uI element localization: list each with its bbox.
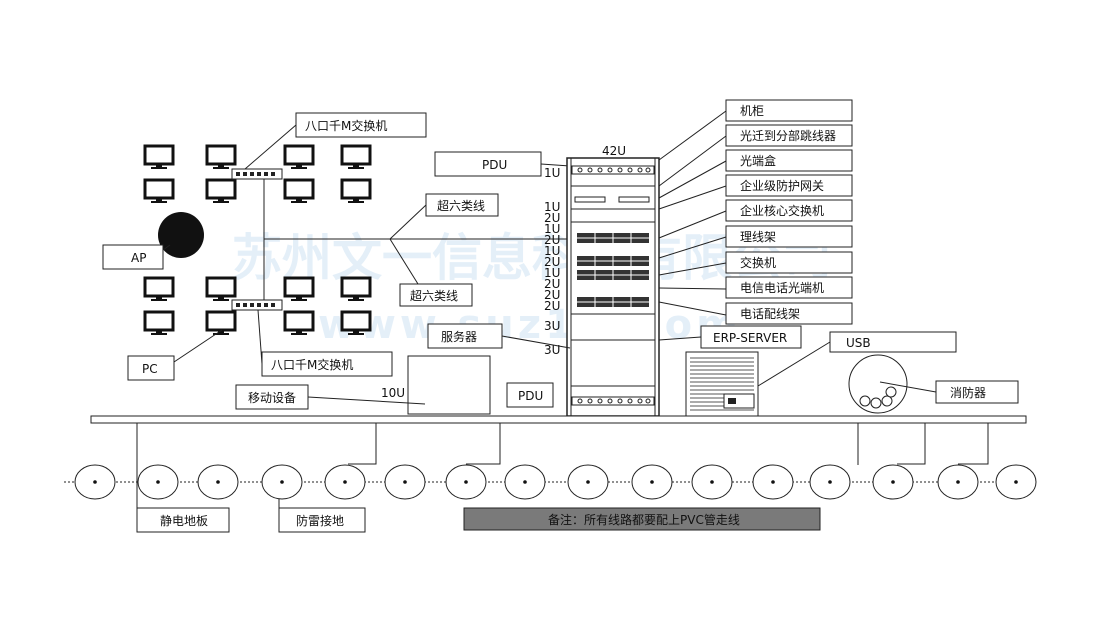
- rack-component-box: [725, 149, 853, 172]
- grounding-node-center: [771, 480, 775, 484]
- grounding-node-center: [586, 480, 590, 484]
- grounding-node-center: [156, 480, 160, 484]
- grounding-node-center: [93, 480, 97, 484]
- rack: [566, 157, 660, 417]
- rack-component-box: [725, 251, 853, 274]
- rack-component-box: [725, 174, 853, 197]
- rack-component-label: 电信电话光端机: [740, 281, 824, 295]
- grounding-node-center: [1014, 480, 1018, 484]
- switch-icon: [231, 299, 283, 311]
- rack-component-label: 企业核心交换机: [740, 203, 824, 218]
- rack-unit-label: 2U: [544, 211, 560, 225]
- rack-component-label: 理线架: [740, 230, 776, 244]
- rack-unit-label: 2U: [544, 277, 560, 291]
- usb-label: USB: [846, 336, 871, 350]
- switch-icon: [231, 168, 283, 180]
- grounding-node-center: [828, 480, 832, 484]
- rack-component-label: 企业级防护网关: [740, 178, 824, 193]
- rack-component-box: [725, 124, 853, 147]
- ap-label: AP: [131, 251, 146, 265]
- rack-component-box: [725, 276, 853, 299]
- rack-component-box: [725, 99, 853, 122]
- grounding-node-center: [464, 480, 468, 484]
- cat6-label-bottom: 超六类线: [410, 288, 458, 303]
- note-box: [463, 507, 821, 531]
- static-floor-label: 静电地板: [160, 514, 208, 528]
- pc-label: PC: [142, 362, 158, 376]
- rack-unit-label: 2U: [544, 288, 560, 302]
- grounding-node-center: [891, 480, 895, 484]
- rack-unit-label: 3U: [544, 319, 560, 333]
- rack-unit-label: 1U: [544, 222, 560, 236]
- grounding-node-center: [403, 480, 407, 484]
- mobile-device-box: [407, 355, 491, 415]
- rack-component-label: 光迁到分部跳线器: [740, 128, 836, 143]
- cat6-label-top: 超六类线: [437, 198, 485, 213]
- pdu-label-top: PDU: [482, 158, 507, 172]
- rack-component-label: 机柜: [740, 104, 764, 118]
- rack-component-box: [725, 199, 853, 222]
- switch-label-top: 八口千M交换机: [305, 118, 387, 133]
- server-label: 服务器: [441, 329, 477, 344]
- rack-component-labels: 机柜光迁到分部跳线器光端盒企业级防护网关企业核心交换机理线架交换机电信电话光端机…: [725, 99, 853, 325]
- grounding-nodes: [74, 464, 1037, 500]
- mobile-label: 移动设备: [248, 391, 296, 405]
- erp-server-icon: [685, 351, 759, 417]
- rack-unit-label: 2U: [544, 299, 560, 313]
- rack-unit-labels: 1U 1U 2U 1U 2U 1U 2U 1U 2U 2U 2U 3U 3U: [544, 166, 560, 357]
- grounding-node-center: [216, 480, 220, 484]
- rack-total-label: 42U: [602, 144, 626, 158]
- rack-unit-label: 1U: [544, 166, 560, 180]
- switch-label-bottom: 八口千M交换机: [271, 357, 353, 372]
- pdu-label-bottom: PDU: [518, 389, 543, 403]
- fire-extinguisher-label: 消防器: [950, 385, 986, 400]
- floor-beam: [90, 415, 1027, 424]
- rack-component-label: 光端盒: [740, 153, 776, 168]
- erp-server-label: ERP-SERVER: [713, 331, 787, 345]
- rack-component-label: 交换机: [740, 255, 776, 270]
- grounding-node-center: [956, 480, 960, 484]
- grounding-node-center: [280, 480, 284, 484]
- grounding-node-center: [343, 480, 347, 484]
- rack-component-box: [725, 302, 853, 325]
- rack-unit-label: 2U: [544, 233, 560, 247]
- note-text: 备注：所有线路都要配上PVC管走线: [548, 512, 740, 527]
- grounding-node-center: [650, 480, 654, 484]
- rack-unit-label: 1U: [544, 244, 560, 258]
- rack-unit-label: 1U: [544, 266, 560, 280]
- grounding-node-center: [523, 480, 527, 484]
- ap-icon: [158, 212, 204, 258]
- rack-unit-label: 1U: [544, 200, 560, 214]
- fire-extinguisher-icon: [848, 354, 908, 414]
- rack-component-box: [725, 225, 853, 248]
- grounding-node-center: [710, 480, 714, 484]
- mobile-units-label: 10U: [381, 386, 405, 400]
- rack-unit-label: 2U: [544, 255, 560, 269]
- lightning-ground-label: 防雷接地: [296, 513, 344, 528]
- rack-unit-label: 3U: [544, 343, 560, 357]
- rack-component-label: 电话配线架: [740, 307, 800, 321]
